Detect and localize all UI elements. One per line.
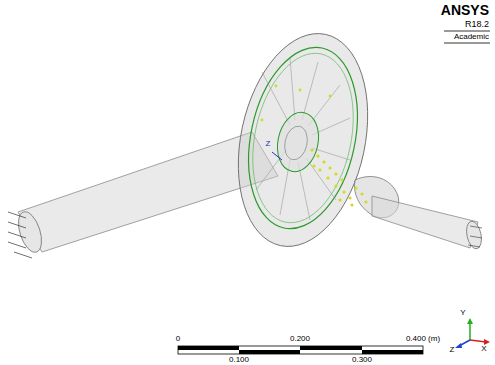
inflow-arrows	[8, 212, 32, 258]
axis-label: X	[481, 345, 486, 353]
hub	[272, 108, 324, 175]
outlet-face	[464, 220, 484, 250]
scale-value: 0.200	[290, 335, 310, 343]
impeller-ring	[238, 44, 368, 232]
logo-rule	[444, 43, 490, 44]
outlet-pipe	[372, 196, 478, 248]
scale-value: 0	[176, 335, 180, 343]
impeller-ring	[233, 37, 373, 239]
scale-bar	[178, 346, 423, 354]
license-text: Academic	[454, 33, 489, 41]
impeller-blades	[256, 58, 350, 220]
axis-label: Z	[450, 346, 455, 354]
hub-axis	[272, 152, 282, 160]
version-text: R18.2	[465, 20, 489, 29]
logo-rule	[444, 31, 490, 32]
axis-label: Z	[266, 140, 271, 148]
boundary-markers	[261, 85, 368, 207]
outflow-arrows	[468, 226, 482, 247]
scale-value: 0.400 (m)	[406, 335, 440, 343]
axis-triad	[455, 318, 490, 348]
hub-bore	[282, 124, 311, 162]
volute-casing	[220, 21, 386, 258]
logo-text: ANSYS	[441, 3, 489, 17]
axis-label: Y	[460, 309, 465, 317]
scale-value: 0.300	[352, 356, 372, 364]
scale-value: 0.100	[229, 356, 249, 364]
